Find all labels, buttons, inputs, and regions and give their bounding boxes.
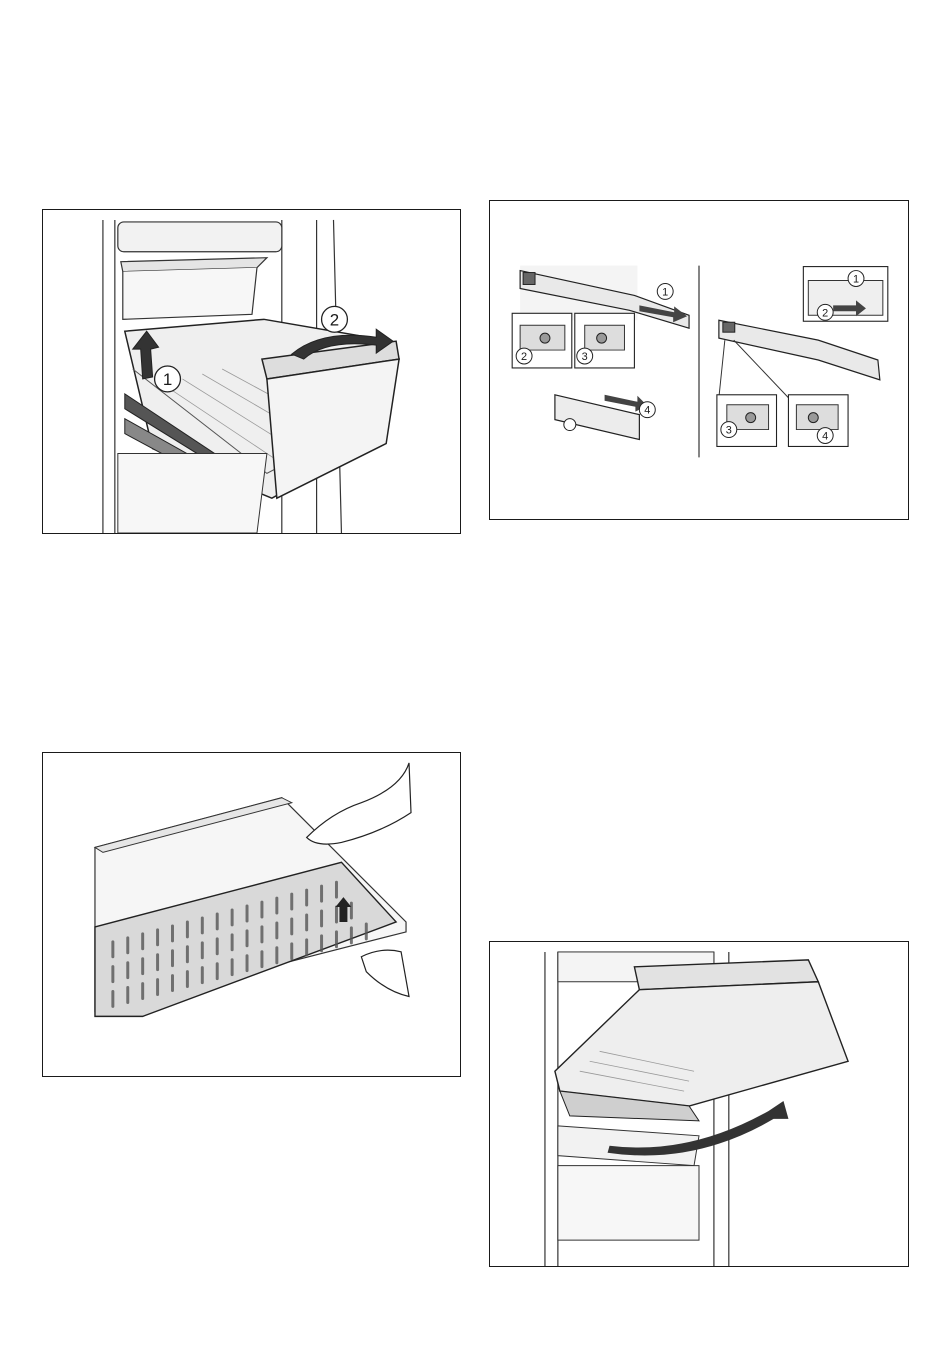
tilt-illustration: [490, 942, 908, 1266]
rail-illustration: 1 2 3 4 1 2 3 4: [490, 201, 908, 519]
svg-text:4: 4: [822, 431, 828, 443]
svg-text:1: 1: [163, 370, 172, 389]
svg-text:3: 3: [726, 425, 732, 437]
figure-drawer-removal: 1 2: [42, 209, 461, 534]
svg-text:4: 4: [644, 405, 650, 417]
callout-1: 1: [155, 366, 181, 392]
svg-text:2: 2: [330, 310, 339, 329]
callout-right-3: 3: [721, 422, 737, 438]
callout-right-2: 2: [817, 304, 833, 320]
callout-left-1: 1: [657, 283, 673, 299]
callout-right-4: 4: [817, 428, 833, 444]
svg-text:2: 2: [822, 307, 828, 319]
figure-drawer-tilt-insert: [489, 941, 909, 1267]
callout-left-3: 3: [577, 348, 593, 364]
drawer-illustration: 1 2: [43, 210, 460, 533]
svg-text:1: 1: [662, 286, 668, 298]
svg-text:3: 3: [582, 351, 588, 363]
callout-2: 2: [322, 306, 348, 332]
tray-illustration: [43, 753, 460, 1076]
figure-rail-removal: 1 2 3 4 1 2 3 4: [489, 200, 909, 520]
callout-right-1: 1: [848, 271, 864, 287]
callout-left-2: 2: [516, 348, 532, 364]
svg-text:1: 1: [853, 273, 859, 285]
callout-left-4: 4: [639, 402, 655, 418]
figure-tray-removal: [42, 752, 461, 1077]
svg-text:2: 2: [521, 351, 527, 363]
